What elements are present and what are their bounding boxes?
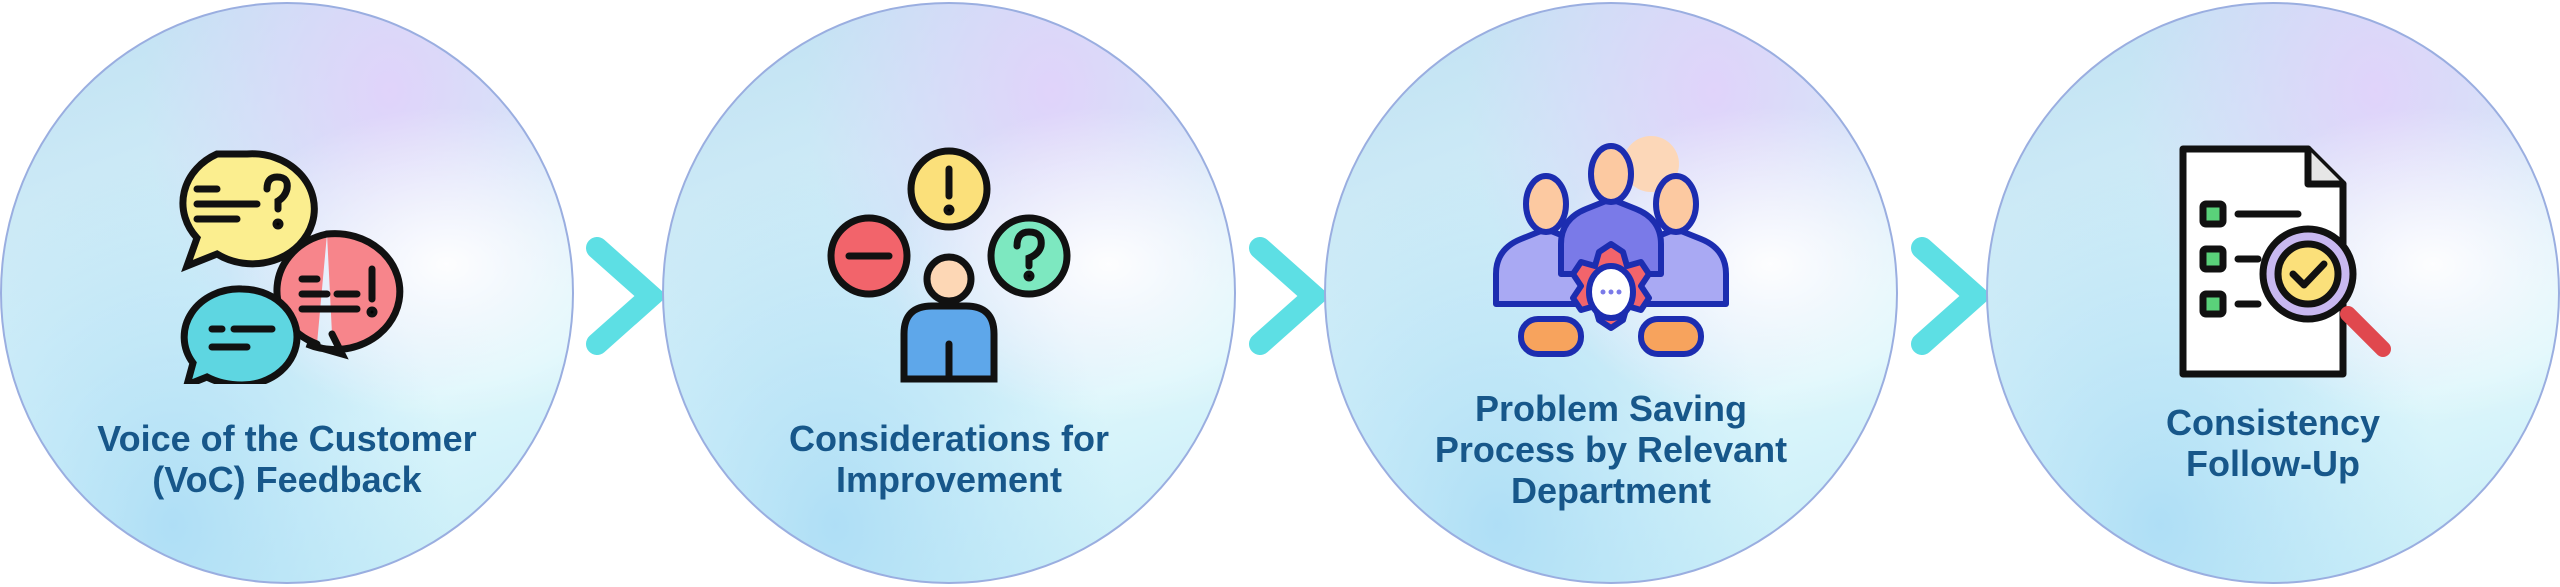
step-label-line: Follow-Up [2186,443,2360,484]
step-label-line: Improvement [835,459,1063,500]
chat-bubbles-icon [179,150,404,384]
chevron-right-icon [586,237,665,355]
step-label-line: Problem Saving [1474,388,1748,429]
step-label-line: Consistency [2165,402,2381,443]
step-voc-feedback: Voice of the Customer (VoC) Feedback [0,2,574,584]
step-label-line: Department [1510,470,1712,511]
chevron-right-icon [1249,237,1328,355]
step-consistency-follow-up: Consistency Follow-Up [1986,2,2560,584]
step-problem-solving: Problem Saving Process by Relevant Depar… [1324,2,1898,584]
person-considerations-icon [827,147,1071,383]
step-label-line: Process by Relevant [1434,429,1788,470]
step-label-line: Considerations for [788,418,1110,459]
step-label-line: Voice of the Customer [97,418,477,459]
checklist-magnifier-icon [2179,145,2391,378]
step-considerations: Considerations for Improvement [662,2,1236,584]
step-label-line: (VoC) Feedback [152,459,422,500]
chevron-right-icon [1911,237,1990,355]
team-gear-icon [1493,136,1729,357]
